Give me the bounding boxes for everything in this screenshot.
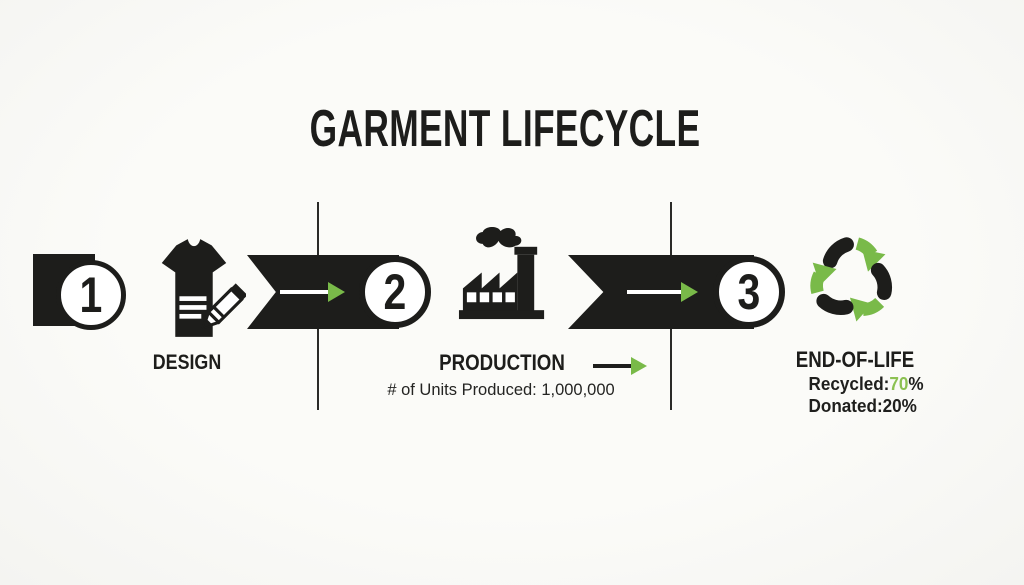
arrow-head-icon: [328, 282, 345, 302]
arrow-shaft: [593, 364, 633, 368]
end-of-life-stats: Recycled: 70% Donated: 20%: [806, 374, 924, 418]
stat-name: Recycled:: [808, 374, 890, 394]
arrow-shaft: [627, 290, 685, 294]
end-of-life-label: END-OF-LIFE: [795, 347, 915, 372]
arrow-head-icon: [681, 282, 698, 302]
recycle-icon: [803, 229, 900, 326]
page-title: GARMENT LIFECYCLE: [309, 100, 701, 158]
design-label: DESIGN: [152, 351, 222, 374]
production-flow-arrow-icon: [593, 357, 651, 375]
flow-arrow-icon: [280, 282, 378, 302]
stage1-number: 1: [79, 267, 103, 323]
stat-value: 70%: [889, 374, 924, 394]
stat-value: 20%: [882, 396, 917, 416]
arrow-shaft: [280, 290, 332, 294]
production-label: PRODUCTION: [439, 350, 565, 375]
stat-row-recycled: Recycled: 70%: [808, 374, 924, 396]
stage2-number-badge: 2: [359, 256, 431, 328]
stage2-number: 2: [383, 264, 407, 320]
arrow-head-icon: [631, 357, 647, 375]
flow-arrow-icon: [627, 282, 754, 302]
stat-row-donated: Donated: 20%: [808, 396, 917, 418]
factory-icon: [458, 227, 545, 320]
stage1-number-badge: 1: [56, 260, 126, 330]
stage3-number: 3: [737, 264, 761, 320]
stat-name: Donated:: [808, 396, 883, 416]
tshirt-pencil-icon: [161, 239, 246, 337]
units-produced-text: # of Units Produced: 1,000,000: [387, 380, 615, 399]
stage3-number-badge: 3: [713, 256, 785, 328]
